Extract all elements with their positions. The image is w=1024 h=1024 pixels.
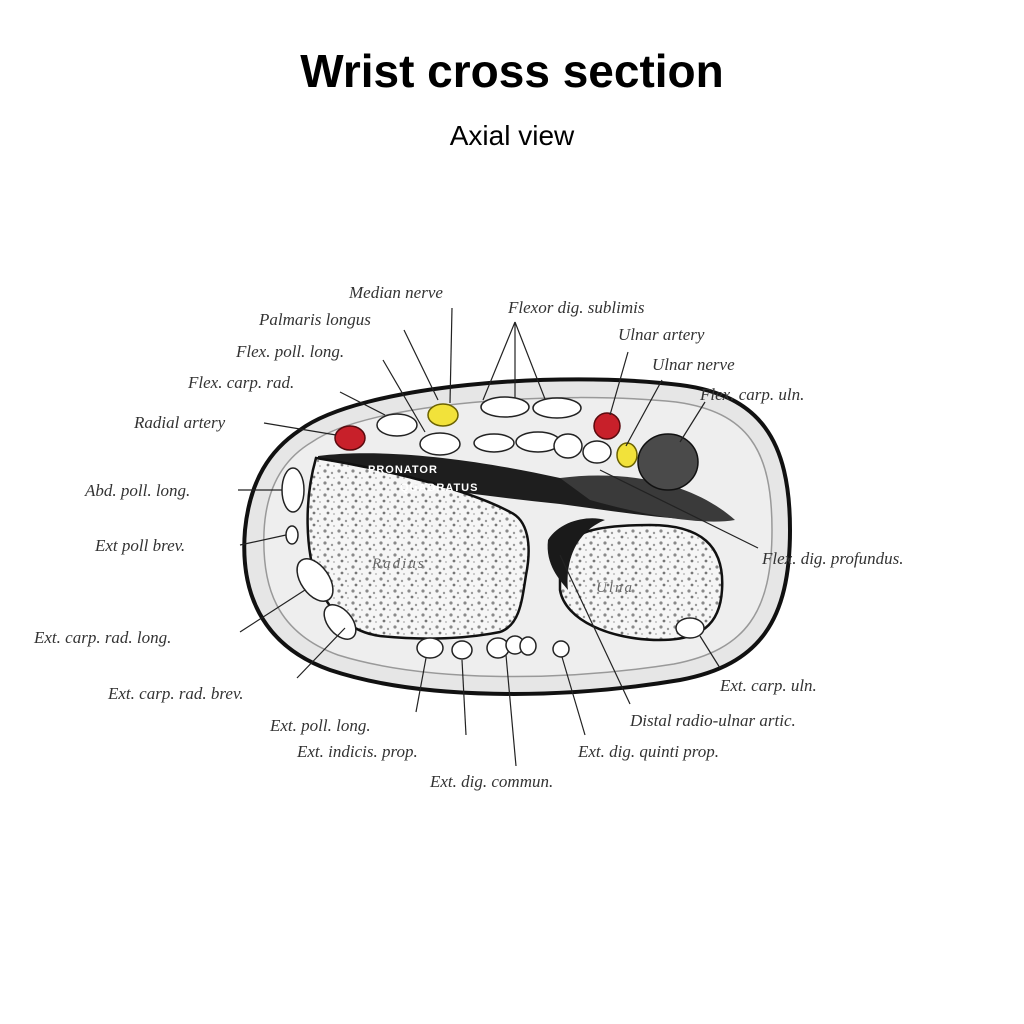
- label-flex-poll-long: Flex. poll. long.: [235, 342, 344, 361]
- distal-radio-ulnar-joint: [547, 518, 605, 590]
- label-ext-indicis-prop: Ext. indicis. prop.: [296, 742, 418, 761]
- ulna-bone: [558, 523, 724, 642]
- diagram-title: Wrist cross section: [300, 45, 724, 97]
- label-palmaris-longus: Palmaris longus: [258, 310, 371, 329]
- label-ulnar-nerve: Ulnar nerve: [652, 355, 735, 374]
- ulnar-nerve: [616, 442, 638, 468]
- label-ext-carp-uln: Ext. carp. uln.: [719, 676, 817, 695]
- median-nerve: [427, 403, 459, 427]
- ulnar-artery: [593, 412, 621, 440]
- leader-lines: [238, 307, 759, 767]
- label-ext-poll-long: Ext. poll. long.: [269, 716, 371, 735]
- label-distal-radio-ulnar-artic: Distal radio-ulnar artic.: [629, 711, 796, 730]
- pronator-label-line1: PRONATOR: [368, 464, 438, 476]
- label-ext-carp-rad-brev: Ext. carp. rad. brev.: [107, 684, 244, 703]
- label-flexor-dig-sublimis: Flexor dig. sublimis: [507, 298, 645, 317]
- label-median-nerve: Median nerve: [348, 283, 443, 302]
- label-ext-dig-quinti-prop: Ext. dig. quinti prop.: [577, 742, 719, 761]
- pronator-label-line2: QUADRATUS: [400, 482, 478, 494]
- label-ulnar-artery: Ulnar artery: [618, 325, 705, 344]
- flex-carp-uln-muscle: [637, 433, 699, 491]
- label-flex-dig-profundus: Flex. dig. profundus.: [761, 549, 904, 568]
- flexor-tendons: [376, 396, 612, 464]
- ulna-label: Ulna: [596, 580, 634, 596]
- label-ext-carp-rad-long: Ext. carp. rad. long.: [33, 628, 171, 647]
- label-ext-dig-commun: Ext. dig. commun.: [429, 772, 553, 791]
- radius-label: Radius: [371, 556, 426, 572]
- radial-artery: [334, 425, 366, 451]
- diagram-subtitle: Axial view: [449, 120, 575, 151]
- extensor-tendons: [281, 467, 705, 660]
- label-ext-poll-brev: Ext poll brev.: [94, 536, 185, 555]
- label-flex-carp-uln: Flex. carp. uln.: [699, 385, 804, 404]
- flex-dig-profundus-muscle: [560, 475, 735, 522]
- label-abd-poll-long: Abd. poll. long.: [84, 481, 190, 500]
- label-flex-carp-rad: Flex. carp. rad.: [187, 373, 294, 392]
- label-radial-artery: Radial artery: [133, 413, 226, 432]
